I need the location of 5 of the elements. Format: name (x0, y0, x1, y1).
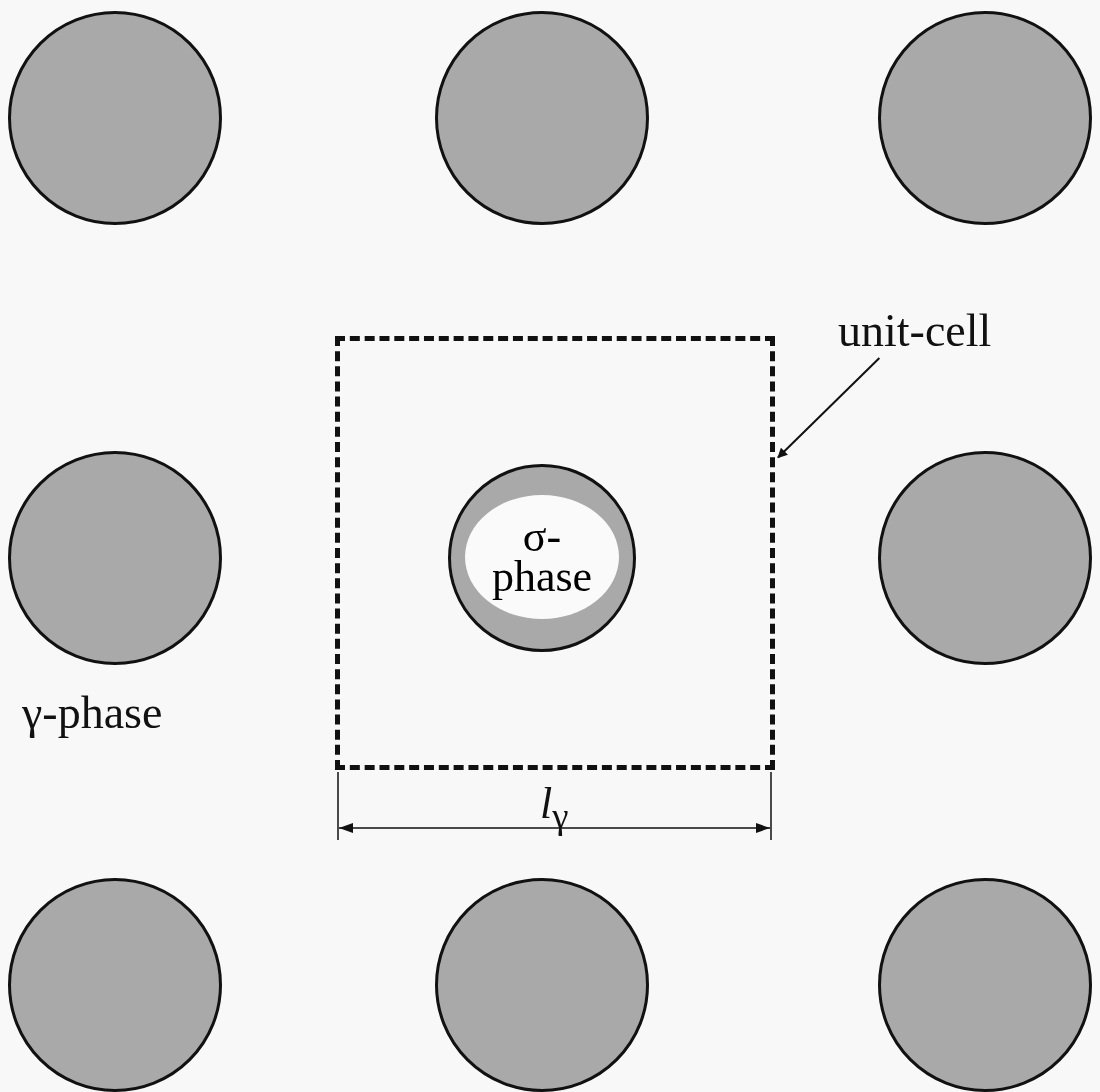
region-label: γ-phase (22, 690, 163, 736)
leader-arrow (777, 357, 881, 459)
dimension-label: l$_{γ}$ (540, 782, 569, 835)
callout-label: unit-cell (838, 308, 992, 354)
unit-cell-box (335, 336, 775, 770)
